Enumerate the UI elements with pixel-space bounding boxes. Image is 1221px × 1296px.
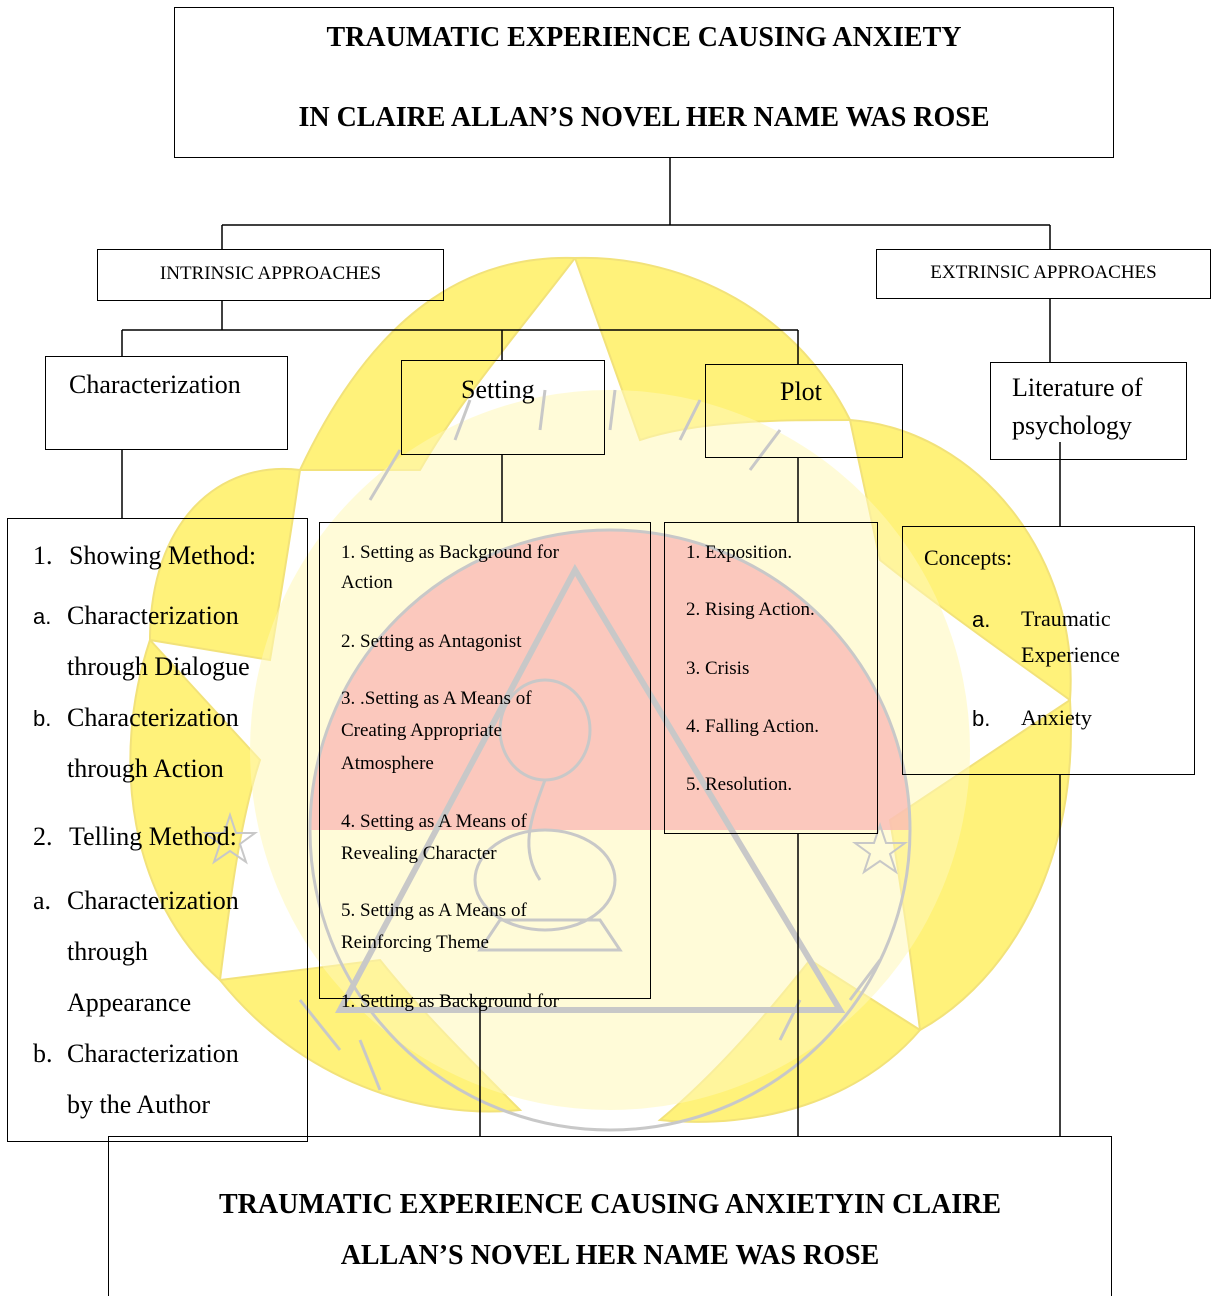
plot-label: Plot bbox=[780, 377, 822, 406]
setting-item-5-line-1: 5. Setting as A Means of bbox=[341, 900, 527, 921]
seal-star-icon bbox=[851, 821, 909, 875]
characterization-methods-box bbox=[7, 518, 308, 1142]
seal-lettering bbox=[298, 389, 882, 1091]
seal-red-half bbox=[310, 530, 910, 830]
telling-method-label: Telling Method: bbox=[69, 822, 237, 851]
setting-item-4-line-2: Revealing Character bbox=[341, 843, 497, 864]
concepts-box bbox=[902, 526, 1195, 775]
concept-b-letter: b. bbox=[972, 706, 991, 731]
dialogue-line-2: through Dialogue bbox=[67, 652, 250, 681]
concepts-heading: Concepts: bbox=[924, 545, 1012, 570]
top-title-line-1: TRAUMATIC EXPERIENCE CAUSING ANXIETY bbox=[326, 22, 962, 53]
telling-method-number: 2. bbox=[33, 822, 53, 851]
concept-a-line-1: Traumatic bbox=[1021, 606, 1111, 631]
concept-a-line-2: Experience bbox=[1021, 642, 1120, 667]
intrinsic-approaches-label: INTRINSIC APPROACHES bbox=[159, 263, 382, 284]
dialogue-line-1: Characterization bbox=[67, 601, 239, 630]
setting-item-5-line-2: Reinforcing Theme bbox=[341, 932, 489, 953]
seal-inner-ring bbox=[308, 528, 912, 1132]
plot-box bbox=[705, 364, 903, 458]
appearance-line-2: through bbox=[67, 937, 148, 966]
plot-stage-5: 5. Resolution. bbox=[686, 774, 793, 795]
plot-stage-2: 2. Rising Action. bbox=[686, 599, 815, 620]
plot-stage-4: 4. Falling Action. bbox=[686, 716, 819, 737]
setting-item-1-line-2: Action bbox=[341, 572, 393, 593]
action-letter: b. bbox=[33, 706, 52, 731]
setting-overflow-text: 1. Setting as Background for bbox=[341, 991, 559, 1012]
appearance-line-1: Characterization bbox=[67, 886, 239, 915]
characterization-label: Characterization bbox=[69, 370, 241, 399]
setting-item-1-line-1: 1. Setting as Background for bbox=[341, 542, 559, 563]
literature-label-line-2: psychology bbox=[1012, 411, 1132, 440]
setting-box bbox=[401, 360, 605, 455]
plot-stage-1: 1. Exposition. bbox=[686, 542, 793, 563]
bottom-title-box bbox=[108, 1136, 1112, 1296]
appearance-letter: a. bbox=[33, 886, 52, 915]
author-line-1: Characterization bbox=[67, 1039, 239, 1068]
concept-a-letter: a. bbox=[972, 607, 991, 632]
literature-label-line-1: Literature of bbox=[1012, 373, 1143, 402]
setting-item-3-line-2: Creating Appropriate bbox=[341, 720, 502, 741]
setting-item-3-line-3: Atmosphere bbox=[341, 753, 434, 774]
plot-stages-box bbox=[664, 522, 878, 834]
literature-of-psychology-box bbox=[990, 362, 1187, 460]
bottom-title-line-2: ALLAN’S NOVEL HER NAME WAS ROSE bbox=[340, 1240, 880, 1271]
extrinsic-approaches-label: EXTRINSIC APPROACHES bbox=[930, 262, 1157, 283]
appearance-line-3: Appearance bbox=[67, 988, 192, 1017]
top-title-box bbox=[174, 7, 1114, 158]
dialogue-letter: a. bbox=[33, 604, 52, 629]
concept-b-label: Anxiety bbox=[1021, 705, 1092, 730]
setting-item-2: 2. Setting as Antagonist bbox=[341, 631, 522, 652]
action-line-2: through Action bbox=[67, 754, 224, 783]
top-title-line-2: IN CLAIRE ALLAN’S NOVEL HER NAME WAS ROS… bbox=[298, 102, 990, 133]
showing-method-label: Showing Method: bbox=[69, 541, 257, 570]
extrinsic-approaches-box bbox=[876, 249, 1211, 299]
seal-triangle bbox=[334, 563, 846, 1013]
author-letter: b. bbox=[33, 1039, 53, 1068]
characterization-box bbox=[45, 356, 288, 450]
showing-method-number: 1. bbox=[33, 541, 53, 570]
intrinsic-approaches-box bbox=[97, 249, 444, 301]
setting-item-4-line-1: 4. Setting as A Means of bbox=[341, 811, 527, 832]
setting-label: Setting bbox=[461, 375, 535, 404]
seal-star-icon-left bbox=[201, 811, 259, 865]
bottom-title-line-1: TRAUMATIC EXPERIENCE CAUSING ANXIETYIN C… bbox=[218, 1189, 1002, 1220]
setting-types-box bbox=[319, 522, 651, 999]
action-line-1: Characterization bbox=[67, 703, 239, 732]
setting-item-3-line-1: 3. .Setting as A Means of bbox=[341, 688, 532, 709]
plot-stage-3: 3. Crisis bbox=[686, 658, 750, 679]
author-line-2: by the Author bbox=[67, 1090, 210, 1119]
seal-ganesha-figure bbox=[473, 678, 623, 952]
